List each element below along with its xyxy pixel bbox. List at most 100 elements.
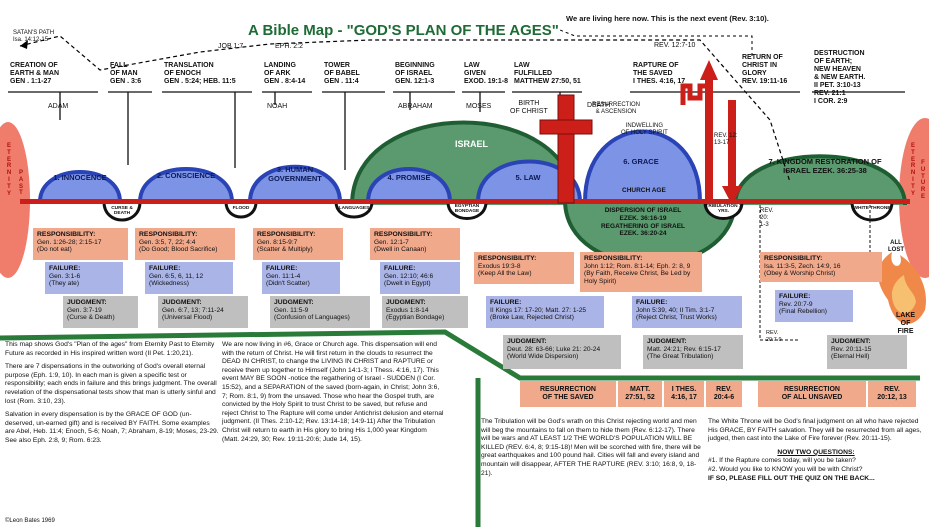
event-law-fulfilled: LAW FULFILLED MATTHEW 27:50, 51	[514, 62, 581, 85]
judgment-kingdom: JUDGMENT:Rev. 20:11-15 (Eternal Hell)	[827, 335, 907, 369]
label-church-age: CHURCH AGE	[622, 187, 666, 194]
judgment-promise: JUDGMENT:Exodus 1:8-14 (Egyptian Bondage…	[382, 296, 468, 328]
question-2: #2. Would you like to KNOW you will be w…	[708, 465, 863, 473]
period-conscience: 2. CONSCIENCE	[156, 171, 216, 180]
judgment-law: JUDGMENT:Deut. 28: 63-66; Luke 21: 20-24…	[503, 335, 621, 369]
dispersion-label: DISPERSION OF ISRAEL EZEK. 36:16-19 REGA…	[600, 207, 686, 238]
job-ref: JOB 1:7	[218, 43, 244, 50]
judgment-conscience: JUDGMENT:Gen. 6:7, 13; 7:11-24 (Universa…	[158, 296, 248, 328]
resurrection-saved-ref3: REV. 20:4-6	[706, 381, 742, 407]
period-grace: 6. GRACE	[623, 157, 659, 166]
promise-arc	[366, 167, 452, 203]
label-moses: MOSES	[466, 103, 492, 110]
period-innocence: 1. INNOCENCE	[53, 173, 107, 182]
event-rapture: RAPTURE OF THE SAVED I THES. 4:16, 17	[633, 62, 686, 85]
responsibility-promise: RESPONSIBILITY:Gen. 12:1-7 (Dwell in Can…	[370, 228, 460, 260]
resurrection-unsaved-label: RESURRECTION OF ALL UNSAVED	[758, 381, 866, 407]
responsibility-grace: RESPONSIBILITY:John 1:12; Rom. 8:1-14; E…	[580, 252, 702, 292]
kingdom-arc	[733, 154, 907, 206]
resurrection-saved-label: RESURRECTION OF THE SAVED	[520, 381, 616, 407]
event-ark: LANDING OF ARK GEN . 8:4-14	[264, 62, 306, 85]
question-1: #1. If the Rapture comes today, will you…	[708, 457, 856, 465]
flood-label: FLOOD	[232, 206, 250, 211]
intro-text: This map shows God's "Plan of the ages" …	[5, 341, 219, 444]
eternity-past-label: E T E R N I T Y	[6, 143, 12, 197]
failure-government: FAILURE:Gen. 11:1-4 (Didn't Scatter)	[262, 262, 340, 294]
lake-of-fire-label: LAKE OF FIRE	[896, 312, 916, 335]
failure-conscience: FAILURE:Gen. 6:5, 6, 11, 12 (Wickedness)	[145, 262, 233, 294]
cross-icon	[539, 94, 593, 204]
resurrection-saved-ref2: I THES. 4:16, 17	[664, 381, 704, 407]
event-israel: BEGINNING OF ISRAEL GEN. 12:1-3	[395, 62, 435, 85]
label-death: DEATH	[587, 102, 611, 109]
innocence-arc	[38, 170, 122, 203]
responsibility-conscience: RESPONSIBILITY:Gen. 3:5, 7, 22; 4:4 (Do …	[135, 228, 235, 260]
period-government: 3. HUMAN GOVERNMENT	[268, 165, 322, 183]
quiz-prompt: IF SO, PLEASE FILL OUT THE QUIZ ON THE B…	[708, 474, 875, 482]
event-enoch: TRANSLATION OF ENOCH GEN . 5:24; HEB. 11…	[164, 62, 236, 85]
rapture-arrow-icon	[680, 60, 718, 200]
eternity-past-word: P A S T	[18, 170, 24, 197]
period-law: 5. LAW	[515, 173, 541, 182]
label-spirit: INDWELLING OF HOLY SPIRIT	[621, 123, 668, 136]
label-birth: BIRTH OF CHRIST	[510, 100, 548, 115]
failure-grace: FAILURE:John 5:39, 40; II Tim. 3:1-7 (Re…	[632, 296, 742, 328]
event-fall: FALL OF MAN GEN . 3:6	[110, 62, 142, 85]
label-resurrection: RESURRECTION & ASCENSION	[592, 102, 641, 115]
judgment-government: JUDGMENT:Gen. 11:5-9 (Confusion of Langu…	[270, 296, 370, 328]
grace-age-text: We are now living in #6, Grace or Church…	[222, 341, 444, 443]
event-destruction: DESTRUCTION OF EARTH; NEW HEAVEN & NEW E…	[814, 50, 866, 105]
event-law-given: LAW GIVEN EXOD. 19:1-8	[464, 62, 508, 85]
label-abraham: ABRAHAM	[398, 103, 433, 110]
languages-label: LANGUAGES	[338, 206, 370, 211]
timeline-bar	[20, 199, 910, 204]
lake-of-fire-icon	[878, 252, 926, 324]
tribulation-text: The Tribulation will be God's wrath on t…	[481, 418, 701, 477]
period-promise: 4. PROMISE	[387, 173, 431, 182]
failure-law: FAILURE:II Kings 17: 17-20; Matt. 27: 1-…	[486, 296, 604, 328]
label-adam: ADAM	[48, 103, 69, 110]
rev12-ref: REV. 12:7-10	[654, 42, 696, 49]
eph-ref: EPH. 2:2	[275, 43, 304, 50]
responsibility-innocence: RESPONSIBILITY:Gen. 1:26-28; 2:15-17 (Do…	[33, 228, 128, 260]
page-title: A Bible Map - "GOD'S PLAN OF THE AGES"	[248, 22, 559, 39]
all-lost-label: ALL LOST	[888, 240, 904, 253]
law-arc	[476, 159, 582, 203]
failure-kingdom: FAILURE:Rev. 20:7-9 (Final Rebellion)	[775, 290, 853, 322]
resurrection-saved-ref1: MATT. 27:51, 52	[618, 381, 662, 407]
resurrection-unsaved-ref: REV. 20:12, 13	[868, 381, 916, 407]
grace-arc	[583, 129, 702, 203]
responsibility-law: RESPONSIBILITY:Exodus 19:3-8 (Keep All t…	[474, 252, 574, 284]
satans-path	[19, 35, 791, 183]
white-throne-text: The White Throne will be God's final jud…	[708, 418, 924, 483]
eternity-future-word: F U T U R E	[920, 160, 926, 200]
responsibility-government: RESPONSIBILITY:Gen. 8:15-9:7 (Scatter & …	[253, 228, 343, 260]
questions-heading: NOW TWO QUESTIONS:	[777, 448, 855, 456]
judgment-innocence: JUDGMENT:Gen. 3:7-19 (Curse & Death)	[63, 296, 138, 328]
curse-death-label: CURSE & DEATH	[111, 206, 133, 216]
event-babel: TOWER OF BABEL GEN . 11:4	[324, 62, 360, 85]
event-creation: CREATION OF EARTH & MAN GEN . 1:1-27	[10, 62, 59, 85]
responsibility-kingdom: RESPONSIBILITY:Isa. 11:3-5, Zech. 14:9, …	[760, 252, 882, 282]
conscience-arc	[138, 167, 234, 203]
label-rev12-1317: REV. 12: 13-17	[714, 133, 738, 146]
government-arc	[248, 164, 342, 203]
failure-innocence: FAILURE:Gen. 3:1-6 (They ate)	[45, 262, 123, 294]
period-kingdom: 7. KINGDOM RESTORATION OF ISRAEL EZEK. 3…	[768, 157, 882, 175]
tribulation-label: TRIBULATION 7 YRS.	[705, 204, 742, 214]
return-arrow-icon	[722, 100, 742, 205]
label-noah: NOAH	[267, 103, 288, 110]
eternity-future-shape	[899, 118, 929, 278]
egyptian-bondage-label: EGYPTIAN BONDAGE	[454, 204, 480, 214]
label-rev20-13: REV. 20: 1-3	[760, 208, 774, 228]
label-israel: ISRAEL	[455, 139, 489, 149]
copyright: ©Leon Bates 1969	[5, 518, 55, 524]
event-return: RETURN OF CHRIST IN GLORY REV. 19:11-16	[742, 54, 788, 85]
now-note: We are living here now. This is the next…	[566, 14, 769, 23]
judgment-grace: JUDGMENT:Matt. 24:21; Rev. 6:15-17 (The …	[643, 335, 743, 369]
white-throne-label: WHITE THRONE	[853, 206, 891, 211]
eternity-past-shape	[0, 122, 30, 278]
eternity-future-label: E T E R N I T Y	[910, 143, 916, 197]
label-rev20-79: REV. 20:7-9	[766, 330, 782, 343]
